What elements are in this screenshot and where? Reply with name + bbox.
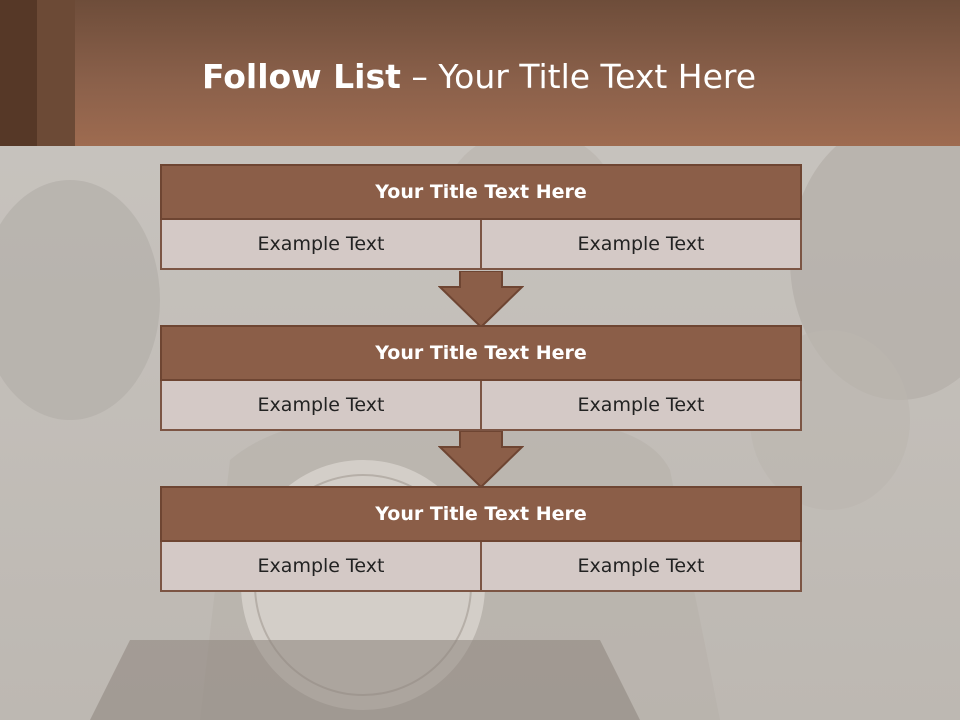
step-cell-left: Example Text (160, 381, 482, 431)
step-title: Your Title Text Here (160, 325, 802, 381)
step-block-3: Your Title Text Here Example Text Exampl… (160, 486, 802, 592)
down-arrow-icon (438, 431, 524, 489)
step-title: Your Title Text Here (160, 486, 802, 542)
step-cell-right: Example Text (480, 542, 802, 592)
step-block-2: Your Title Text Here Example Text Exampl… (160, 325, 802, 431)
step-row: Example Text Example Text (160, 381, 802, 431)
slide-title: Follow List – Your Title Text Here (202, 54, 756, 100)
step-cell-right: Example Text (480, 381, 802, 431)
step-row: Example Text Example Text (160, 542, 802, 592)
step-cell-left: Example Text (160, 220, 482, 270)
header-accent-strip (37, 0, 75, 146)
header-accent-strip (0, 0, 37, 146)
slide-title-bold: Follow List (202, 57, 401, 96)
down-arrow-icon (438, 271, 524, 329)
step-title: Your Title Text Here (160, 164, 802, 220)
slide-title-rest: – Your Title Text Here (411, 57, 757, 96)
title-bar: Follow List – Your Title Text Here (0, 0, 960, 146)
step-cell-right: Example Text (480, 220, 802, 270)
step-row: Example Text Example Text (160, 220, 802, 270)
step-cell-left: Example Text (160, 542, 482, 592)
step-block-1: Your Title Text Here Example Text Exampl… (160, 164, 802, 270)
